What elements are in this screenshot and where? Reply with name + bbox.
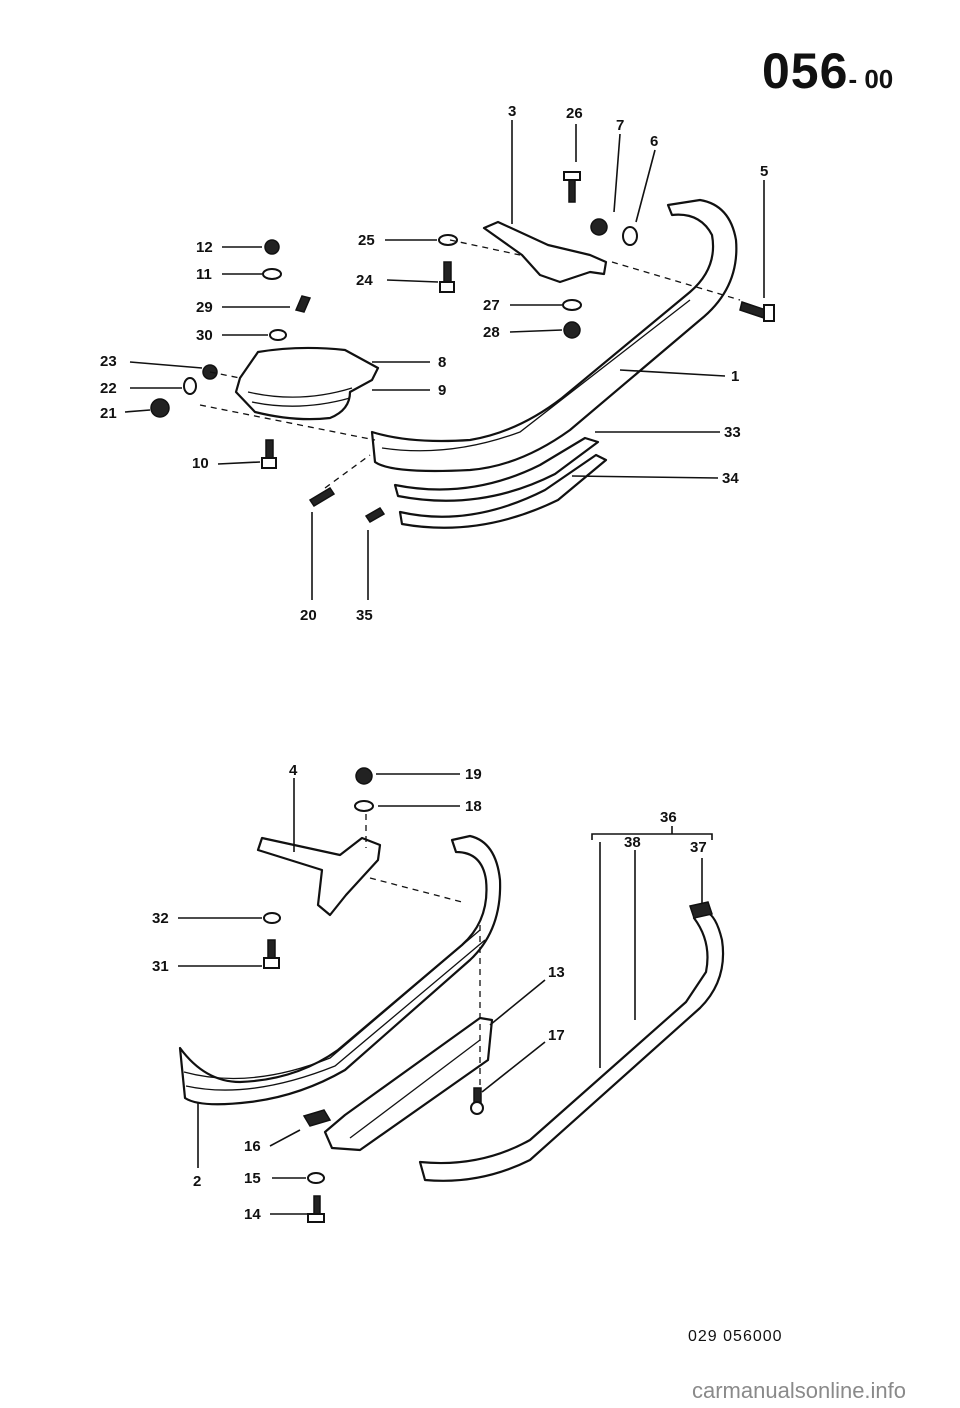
- front-trim-strip-lower: [398, 453, 608, 529]
- bolt-29: [294, 295, 312, 313]
- washer-30: [269, 329, 287, 341]
- callout-12: 12: [196, 239, 213, 256]
- callout-11: 11: [196, 266, 212, 283]
- washer-25: [438, 234, 458, 246]
- callout-38: 38: [624, 834, 641, 851]
- callout-23: 23: [100, 353, 117, 370]
- callout-15: 15: [244, 1170, 261, 1187]
- nut-7: [590, 218, 608, 236]
- nut-21: [150, 398, 170, 418]
- clip-37: [689, 901, 713, 919]
- callout-30: 30: [196, 327, 213, 344]
- rear-leader-lines: [178, 773, 713, 1215]
- bolt-5: [739, 301, 767, 319]
- washer-15: [307, 1172, 325, 1184]
- figure-reference: 029 056000: [688, 1328, 783, 1345]
- callout-20: 20: [300, 607, 317, 624]
- rear-mount-bracket: [256, 836, 382, 917]
- callout-13: 13: [548, 964, 565, 981]
- callout-9: 9: [438, 382, 446, 399]
- callout-3: 3: [508, 103, 516, 120]
- washer-22: [183, 377, 197, 395]
- callout-35: 35: [356, 607, 373, 624]
- clip-16: [302, 1109, 332, 1127]
- callout-24: 24: [356, 272, 373, 289]
- washer-18: [354, 800, 374, 812]
- rear-bumper-assembly: [178, 767, 725, 1223]
- bolt-26: [563, 171, 581, 181]
- callout-19: 19: [465, 766, 482, 783]
- callout-4: 4: [289, 762, 298, 779]
- callout-25: 25: [358, 232, 375, 249]
- callout-6: 6: [650, 133, 658, 150]
- front-bumper-bar: [370, 198, 738, 473]
- bolt-20: [308, 486, 336, 508]
- callout-21: 21: [100, 405, 117, 422]
- callout-14: 14: [244, 1206, 261, 1223]
- rear-valance-panel: [323, 1016, 494, 1152]
- callout-1: 1: [731, 368, 739, 385]
- callout-7: 7: [616, 117, 624, 134]
- callout-28: 28: [483, 324, 500, 341]
- nut-28: [563, 321, 581, 339]
- page-code: 056- 00: [762, 42, 893, 100]
- callout-labels: 1 2 3 4 5 6 7 8 9 10 11 12 13 14 15 16 1…: [100, 103, 768, 1223]
- callout-36: 36: [660, 809, 677, 826]
- corner-bracket: [234, 346, 380, 421]
- page-code-main: 056: [762, 43, 849, 99]
- nut-12: [264, 239, 280, 255]
- callout-29: 29: [196, 299, 213, 316]
- bolt-24: [443, 261, 452, 283]
- rear-trim-strip: [418, 910, 725, 1182]
- rear-bumper-bar: [178, 834, 502, 1106]
- washer-32: [263, 912, 281, 924]
- callout-33: 33: [724, 424, 741, 441]
- page-code-suffix: - 00: [848, 64, 894, 94]
- callout-8: 8: [438, 354, 446, 371]
- callout-2: 2: [193, 1173, 201, 1190]
- washer-6: [622, 226, 638, 246]
- washer-27: [562, 299, 582, 311]
- callout-17: 17: [548, 1027, 565, 1044]
- callout-22: 22: [100, 380, 117, 397]
- callout-37: 37: [690, 839, 707, 856]
- nut-19: [355, 767, 373, 785]
- front-trim-strip-upper: [393, 436, 600, 502]
- callout-26: 26: [566, 105, 583, 122]
- callout-18: 18: [465, 798, 482, 815]
- callout-31: 31: [152, 958, 169, 975]
- mount-bracket: [482, 220, 608, 284]
- front-bumper-assembly: [150, 171, 775, 529]
- callout-34: 34: [722, 470, 739, 487]
- callout-10: 10: [192, 455, 209, 472]
- watermark: carmanualsonline.info: [692, 1378, 907, 1403]
- callout-16: 16: [244, 1138, 261, 1155]
- washer-11: [262, 268, 282, 280]
- callout-27: 27: [483, 297, 500, 314]
- callout-5: 5: [760, 163, 768, 180]
- callout-32: 32: [152, 910, 169, 927]
- screw-35: [364, 507, 386, 523]
- front-leader-lines: [124, 120, 765, 600]
